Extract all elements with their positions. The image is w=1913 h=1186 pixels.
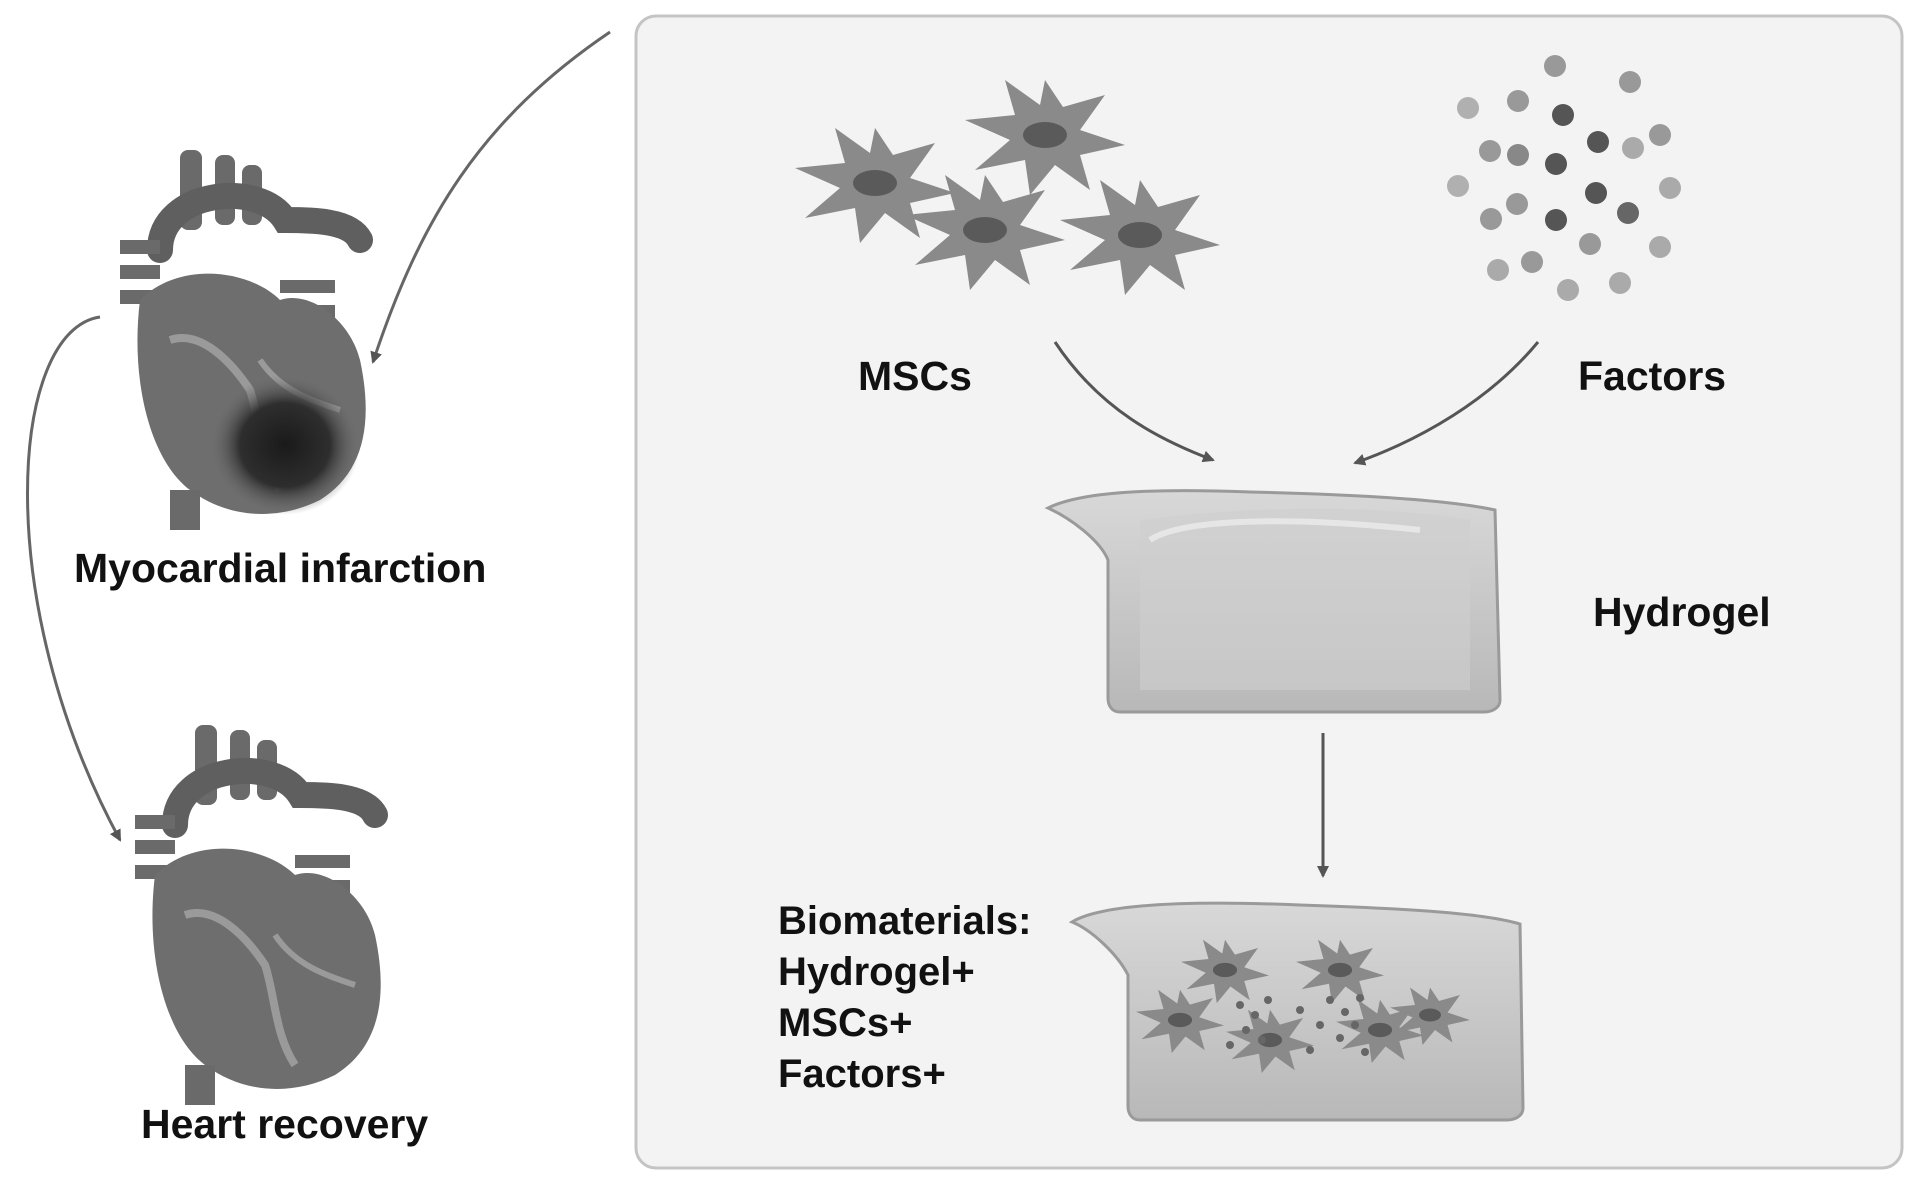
factor-dot-icon xyxy=(1447,55,1681,301)
arrow-mscs-to-hydrogel xyxy=(1053,341,1215,463)
arrow-factors-to-hydrogel xyxy=(1353,341,1540,466)
label-factors: Factors xyxy=(1578,353,1727,399)
hydrogel-composite-icon xyxy=(1068,901,1525,1122)
heart-infarcted-icon xyxy=(120,150,366,530)
label-mscs: MSCs xyxy=(858,353,972,399)
label-biomaterials-line: Biomaterials: xyxy=(778,899,1032,943)
label-hydrogel: Hydrogel xyxy=(1593,589,1771,635)
hydrogel-block-icon xyxy=(1044,489,1502,714)
arrow-panel-to-heart xyxy=(370,30,611,364)
label-biomaterials-line: MSCs+ xyxy=(778,1001,913,1045)
label-biomaterials: Biomaterials: Hydrogel+ MSCs+ Factors+ xyxy=(778,896,1031,1100)
heart-healthy-icon xyxy=(135,725,381,1105)
label-biomaterials-line: Hydrogel+ xyxy=(778,950,975,994)
label-myocardial-infarction: Myocardial infarction xyxy=(74,545,487,591)
arrow-mi-to-recovery xyxy=(26,315,122,842)
label-heart-recovery: Heart recovery xyxy=(141,1101,429,1147)
label-biomaterials-line: Factors+ xyxy=(778,1052,946,1096)
